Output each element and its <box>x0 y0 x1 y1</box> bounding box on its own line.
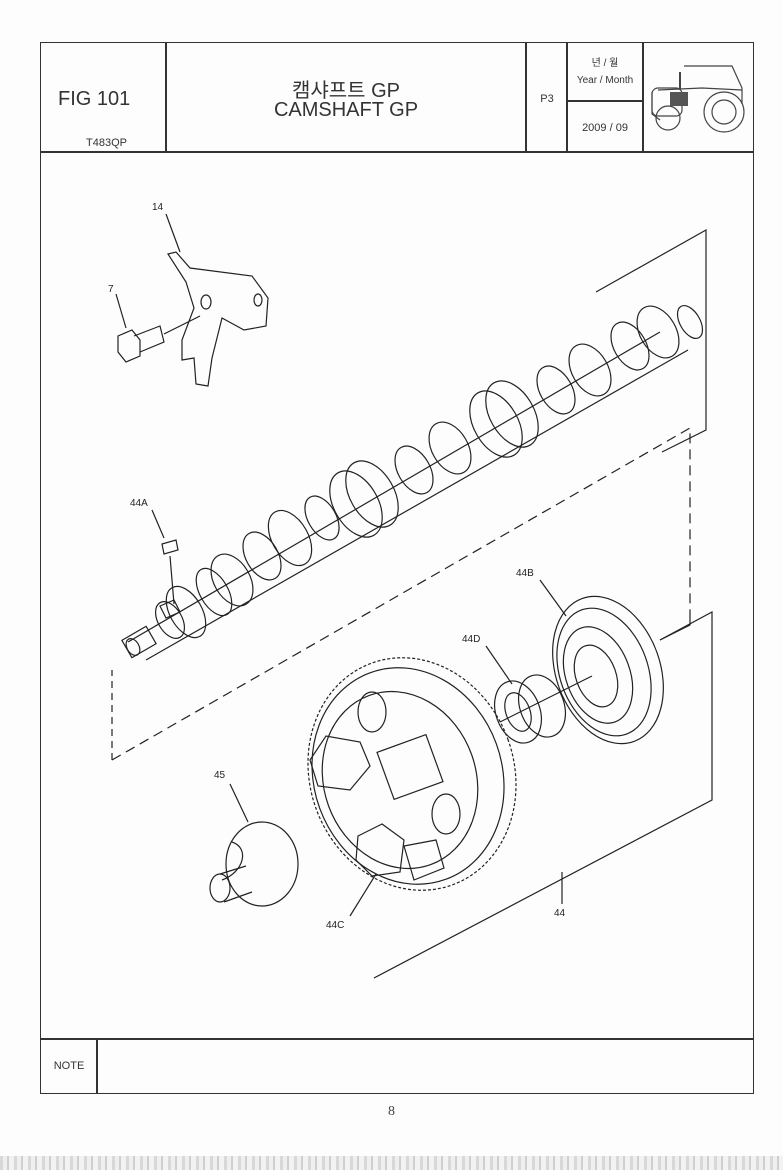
end-cap <box>209 821 299 907</box>
title-korean: 캠샤프트 GP <box>291 80 401 102</box>
woodruff-key <box>161 539 179 555</box>
title-english: CAMSHAFT GP <box>273 99 419 121</box>
callout-44d: 44D <box>462 634 480 645</box>
callout-44c: 44C <box>326 920 344 931</box>
header-col-divider-2 <box>525 42 527 152</box>
tractor-front-wheel <box>655 105 681 131</box>
tractor-icon <box>651 65 745 133</box>
tractor-rear-wheel <box>703 91 745 133</box>
spacer-ring <box>494 674 566 744</box>
ball-bearing <box>552 595 664 745</box>
date-value: 2009 / 09 <box>582 122 628 134</box>
cam-gear <box>307 657 517 891</box>
page-ref: P3 <box>540 93 554 105</box>
figure-label: FIG 101 <box>58 88 131 110</box>
header-col-divider-4 <box>642 42 644 152</box>
callout-44b: 44B <box>516 568 534 579</box>
header-col-divider-1 <box>165 42 167 152</box>
callout-44a: 44A <box>130 498 148 509</box>
governor-weights <box>309 735 445 881</box>
note-divider <box>40 1038 754 1040</box>
callout-7: 7 <box>108 284 114 295</box>
camshaft <box>121 305 704 661</box>
callout-45: 45 <box>214 770 226 781</box>
date-cell-divider <box>566 100 643 102</box>
page-number: 8 <box>388 1104 395 1119</box>
model-code: T483QP <box>86 137 127 149</box>
header-col-divider-3 <box>566 42 568 152</box>
date-label-english: Year / Month <box>576 75 634 86</box>
header-divider <box>40 151 754 153</box>
note-label: NOTE <box>53 1060 85 1072</box>
support-bracket <box>167 251 269 387</box>
gear-group-outline <box>111 426 691 761</box>
note-col-divider <box>96 1038 98 1094</box>
date-label-korean: 년 / 월 <box>591 58 619 69</box>
assembly-outline-top <box>595 228 707 453</box>
callout-44: 44 <box>554 908 566 919</box>
gear-group-outline-tail <box>659 610 691 641</box>
drawing-frame <box>40 42 754 1094</box>
tractor-cab-outline <box>684 65 743 104</box>
gear-group-outline-bottom <box>373 610 713 979</box>
bolt <box>117 315 201 363</box>
engine-highlight <box>670 92 688 106</box>
callout-14: 14 <box>152 202 164 213</box>
scan-artifact-strip <box>0 1156 783 1170</box>
